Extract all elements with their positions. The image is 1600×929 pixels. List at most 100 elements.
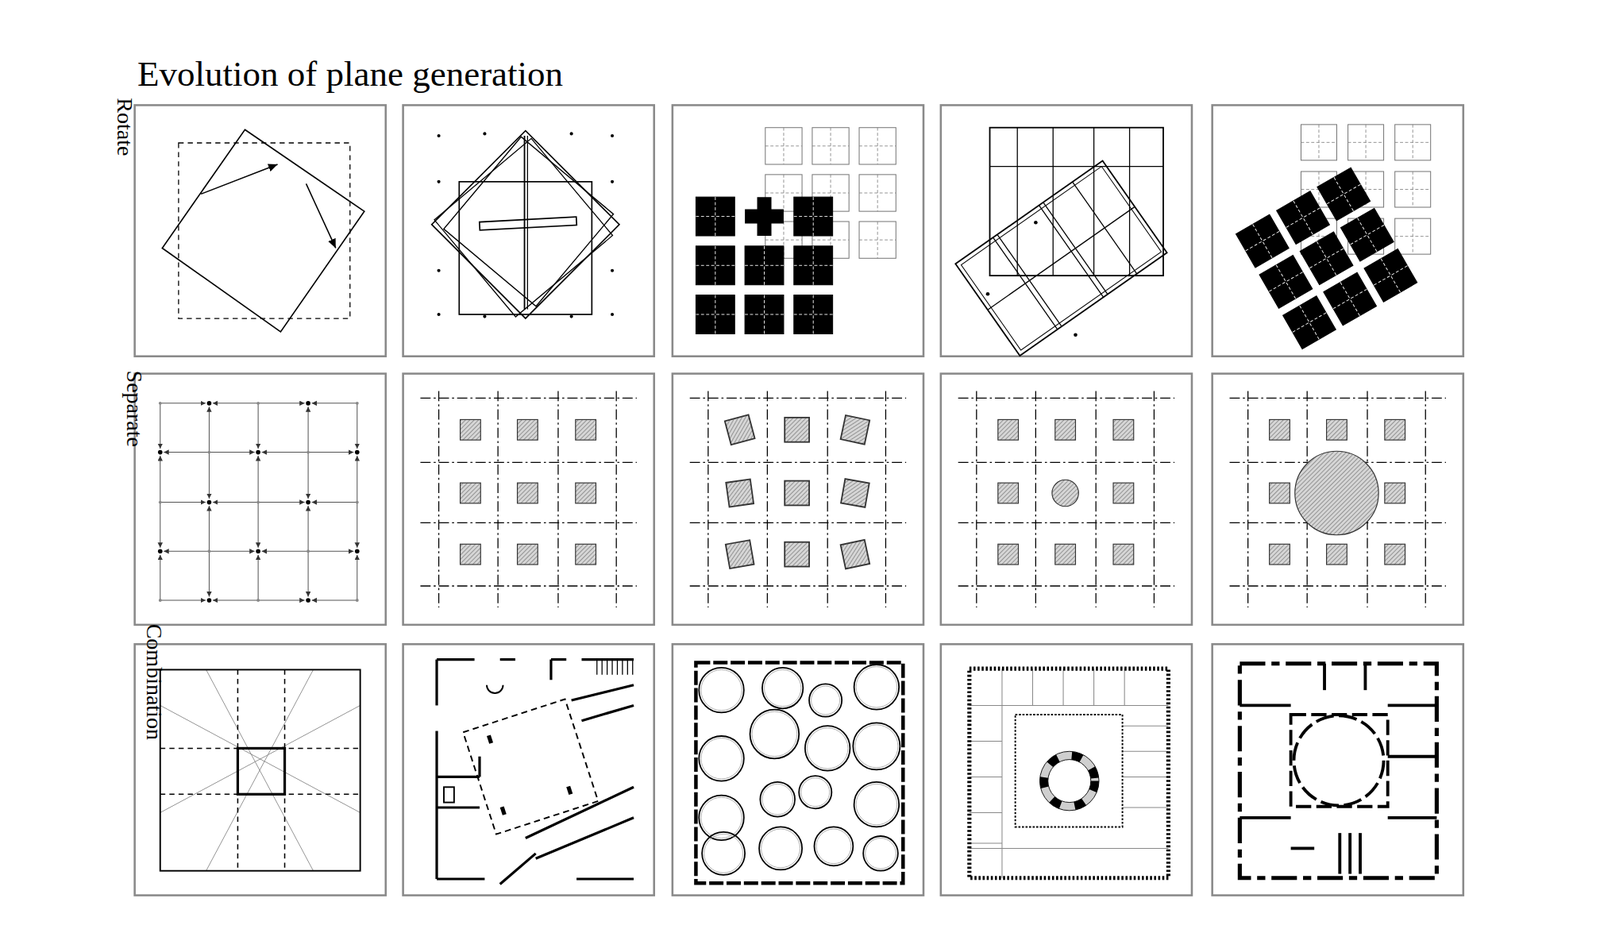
force-line bbox=[308, 406, 309, 452]
axis-line bbox=[420, 585, 637, 587]
module-axis bbox=[1316, 241, 1336, 275]
sketch-diamond bbox=[434, 138, 613, 317]
force-line bbox=[208, 406, 210, 452]
guide-diagonal bbox=[206, 669, 314, 871]
axis-line bbox=[767, 390, 768, 608]
module-axis bbox=[765, 192, 802, 194]
grid-node bbox=[158, 501, 162, 505]
module-axis bbox=[695, 215, 735, 217]
axis-line bbox=[1425, 390, 1427, 608]
force-line bbox=[160, 402, 206, 404]
grid-node bbox=[354, 548, 360, 554]
sketch-square bbox=[458, 181, 592, 315]
axis-line bbox=[1247, 390, 1249, 608]
column-dot bbox=[437, 269, 441, 273]
panel-frame bbox=[134, 373, 386, 625]
axis-line bbox=[497, 390, 498, 608]
circular-room bbox=[798, 775, 832, 809]
plan-wall bbox=[435, 731, 438, 880]
circular-room bbox=[750, 709, 800, 760]
hatched-block bbox=[784, 542, 810, 567]
ring-room bbox=[1044, 755, 1095, 806]
room-partition bbox=[1001, 668, 1003, 706]
plan-wall bbox=[1358, 832, 1362, 874]
plan-wall bbox=[435, 659, 438, 706]
guide-diagonal bbox=[160, 705, 361, 813]
guide-diagonal bbox=[206, 669, 314, 871]
axis-line bbox=[1153, 390, 1155, 608]
sketch-axis bbox=[524, 135, 526, 310]
column-mark bbox=[486, 734, 494, 744]
axis-line bbox=[1229, 397, 1446, 399]
circular-room bbox=[809, 683, 842, 717]
solid-module bbox=[1317, 167, 1371, 221]
hatched-circle bbox=[1052, 479, 1079, 506]
plan-wall bbox=[549, 659, 552, 681]
plan-wall bbox=[1322, 663, 1327, 691]
grid-node bbox=[355, 401, 359, 405]
plan-wall bbox=[436, 877, 485, 880]
hatched-block bbox=[1113, 419, 1134, 440]
hatched-block bbox=[724, 414, 756, 445]
axis-line bbox=[885, 390, 887, 608]
room-partition bbox=[1063, 668, 1065, 706]
grid-node bbox=[355, 501, 359, 505]
axis-line bbox=[690, 397, 907, 399]
diagram-panel bbox=[672, 104, 924, 356]
room-partition bbox=[969, 842, 1003, 844]
grid-node bbox=[158, 598, 162, 602]
cross-module bbox=[744, 196, 784, 236]
force-line bbox=[258, 402, 305, 404]
outline-module bbox=[1395, 171, 1431, 208]
diagram-panel bbox=[940, 373, 1192, 625]
module-axis bbox=[1340, 281, 1360, 316]
circular-room bbox=[698, 736, 745, 782]
hatched-block bbox=[840, 415, 871, 445]
column-dot bbox=[610, 180, 614, 184]
solid-module bbox=[1259, 254, 1313, 309]
outer-wall bbox=[1239, 663, 1437, 879]
circular-room-inner bbox=[816, 828, 852, 864]
axis-line bbox=[958, 462, 1175, 463]
module-axis bbox=[812, 239, 849, 241]
panel-frame bbox=[940, 104, 1192, 356]
module-axis bbox=[1395, 188, 1431, 190]
force-line bbox=[208, 551, 210, 597]
outline-module bbox=[765, 127, 802, 165]
outline-module bbox=[1395, 124, 1431, 161]
circular-room bbox=[762, 667, 803, 709]
panel-frame bbox=[134, 643, 386, 895]
module-axis bbox=[1292, 312, 1327, 332]
grid-node bbox=[208, 451, 212, 455]
circular-room-inner bbox=[806, 728, 848, 769]
force-line bbox=[356, 455, 358, 503]
outline-module bbox=[859, 174, 896, 212]
circular-room-inner bbox=[855, 666, 897, 708]
outline-module bbox=[1300, 124, 1337, 161]
module-axis bbox=[763, 246, 765, 286]
hatched-block bbox=[1113, 543, 1134, 565]
plan-wall bbox=[436, 775, 480, 779]
diagram-panel bbox=[134, 104, 386, 356]
hatched-block bbox=[1055, 419, 1076, 440]
hatched-block bbox=[998, 482, 1019, 504]
circular-room-inner bbox=[761, 828, 801, 868]
module-axis bbox=[1348, 142, 1385, 143]
grid-node bbox=[255, 450, 261, 455]
force-line bbox=[159, 403, 161, 449]
sketch-axis bbox=[527, 135, 529, 310]
solid-module bbox=[794, 196, 833, 236]
diagram-panel bbox=[134, 373, 386, 625]
plan-wall bbox=[1364, 663, 1368, 691]
grid-node bbox=[208, 549, 212, 553]
plan-wall bbox=[478, 756, 481, 778]
grid-node bbox=[207, 400, 213, 406]
row-label: Combination bbox=[140, 624, 168, 741]
hatched-block bbox=[725, 479, 754, 508]
module-axis bbox=[813, 295, 814, 335]
inner-court bbox=[1015, 714, 1123, 827]
force-line bbox=[212, 599, 259, 601]
force-line bbox=[356, 502, 358, 548]
force-line bbox=[208, 451, 255, 453]
plan-wall bbox=[500, 658, 516, 661]
